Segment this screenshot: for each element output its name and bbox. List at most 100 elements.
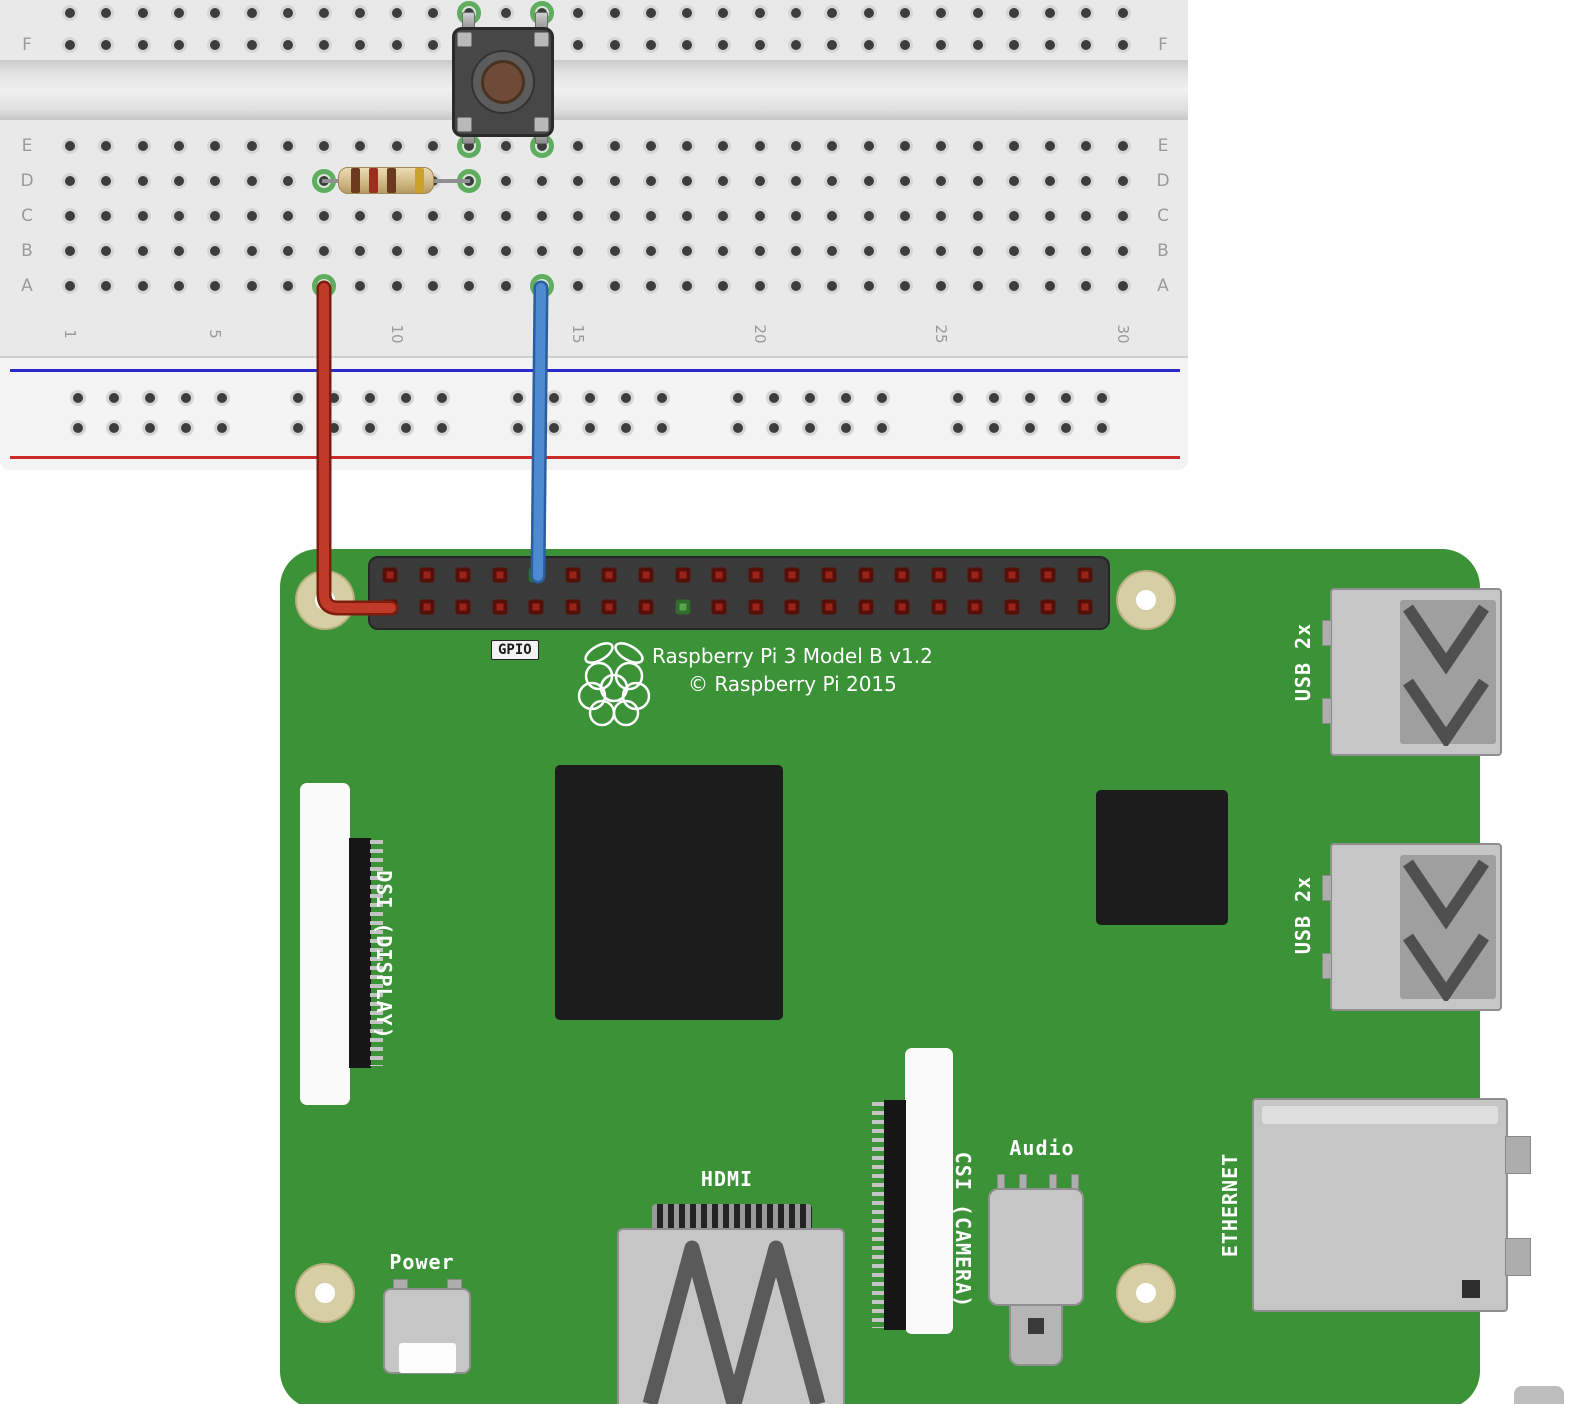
gpio-pin-0-12 [821,567,837,583]
bb-hole-B1 [65,246,75,256]
bb-hole-A29 [1081,281,1092,291]
rail-hole-1-2-1 [549,423,559,433]
bb-hole-A1 [65,281,75,291]
bb-hole-G3 [137,8,148,18]
bb-hole-A19 [718,281,729,291]
bb-hole-B21 [791,246,801,256]
bb-hole-E18 [682,141,693,151]
rail-hole-0-2-4 [657,393,667,403]
mounting-hole-top-right [1118,572,1174,628]
bb-hole-B27 [1008,246,1019,256]
bb-hole-E2 [101,141,112,151]
bb-hole-F17 [645,40,656,50]
row-label-left-E: E [21,136,33,156]
rail-hole-1-2-4 [657,423,667,433]
rail-hole-1-0-1 [109,423,119,433]
gpio-pin-0-7 [638,567,654,583]
csi-ribbon [884,1100,906,1330]
gpio-pin-0-3 [492,567,508,583]
bb-hole-C29 [1081,211,1092,221]
push-button-corner [457,32,472,47]
bb-hole-G4 [173,8,184,18]
ethernet-port [1252,1098,1508,1312]
gpio-pin-0-10 [748,567,764,583]
cropped-component-edge [1514,1386,1564,1404]
power-rail-blue-line [10,369,1180,372]
rail-hole-0-3-3 [841,393,851,403]
rail-hole-0-2-3 [621,393,631,403]
resistor-body [338,167,434,194]
bb-hole-F7 [282,40,293,50]
rail-hole-0-3-4 [877,393,887,403]
bb-hole-F15 [573,40,584,50]
bb-hole-B12 [464,246,475,256]
mounting-hole-bottom-right [1118,1265,1174,1321]
rail-hole-1-4-1 [989,423,999,433]
bb-hole-D22 [827,176,838,186]
gpio-pin-0-17 [1004,567,1020,583]
gpio-pin-1-13 [858,599,874,615]
bb-hole-C24 [899,211,910,221]
power-label: Power [389,1250,455,1274]
bb-hole-E26 [972,141,983,151]
bb-hole-E17 [645,141,656,151]
bb-hole-D16 [609,176,620,186]
bb-hole-D1 [65,176,75,186]
usb-port-tab [1322,953,1332,979]
bb-hole-C16 [609,211,620,221]
rail-hole-1-0-2 [145,423,155,433]
bb-hole-E20 [754,141,765,151]
bb-hole-E6 [246,141,257,151]
bb-hole-B18 [682,246,693,256]
bb-hole-F11 [428,40,438,50]
gpio-pin-0-19 [1077,567,1093,583]
bb-hole-C23 [863,211,874,221]
bb-hole-G2 [101,8,112,18]
bb-hole-D19 [718,176,729,186]
bb-hole-E30 [1117,141,1128,151]
bb-hole-D6 [246,176,257,186]
bb-hole-C10 [391,211,402,221]
gpio-pin-0-13 [858,567,874,583]
bb-hole-B10 [391,246,402,256]
bb-hole-D13 [500,176,511,186]
bb-hole-C4 [173,211,184,221]
bb-hole-E25 [936,141,947,151]
breadboard-separator-line [0,356,1188,358]
bb-hole-G8 [319,8,330,18]
bb-hole-G18 [682,8,693,18]
resistor-band-3 [387,168,396,193]
usb-port-tab [1322,620,1332,646]
bb-hole-A12 [464,281,475,291]
rail-hole-1-0-3 [181,423,191,433]
bb-hole-B9 [355,246,366,256]
bb-hole-B7 [282,246,293,256]
gpio-pin-0-14 [894,567,910,583]
rail-hole-1-2-3 [621,423,631,433]
gpio-pin-1-18 [1040,599,1056,615]
bb-hole-D24 [899,176,910,186]
resistor-lead-left [322,179,342,183]
bb-hole-E21 [791,141,801,151]
bb-hole-C2 [101,211,112,221]
bb-hole-A23 [863,281,874,291]
soc-chip [555,765,783,1020]
raspberry-pi-logo [577,642,651,727]
column-number-30: 30 [1113,324,1132,344]
bb-hole-D4 [173,176,184,186]
bb-hole-A7 [282,281,293,291]
bb-hole-C6 [246,211,257,221]
audio-jack-opening [1028,1318,1044,1334]
bb-hole-G15 [573,8,584,18]
bb-hole-F6 [246,40,257,50]
bb-hole-A25 [936,281,947,291]
bb-hole-B2 [101,246,112,256]
bb-hole-B24 [899,246,910,256]
bb-hole-B17 [645,246,656,256]
bb-hole-B30 [1117,246,1128,256]
bb-hole-D27 [1008,176,1019,186]
bb-hole-E13 [500,141,511,151]
bb-hole-F10 [391,40,402,50]
dsi-pins [370,840,383,1066]
